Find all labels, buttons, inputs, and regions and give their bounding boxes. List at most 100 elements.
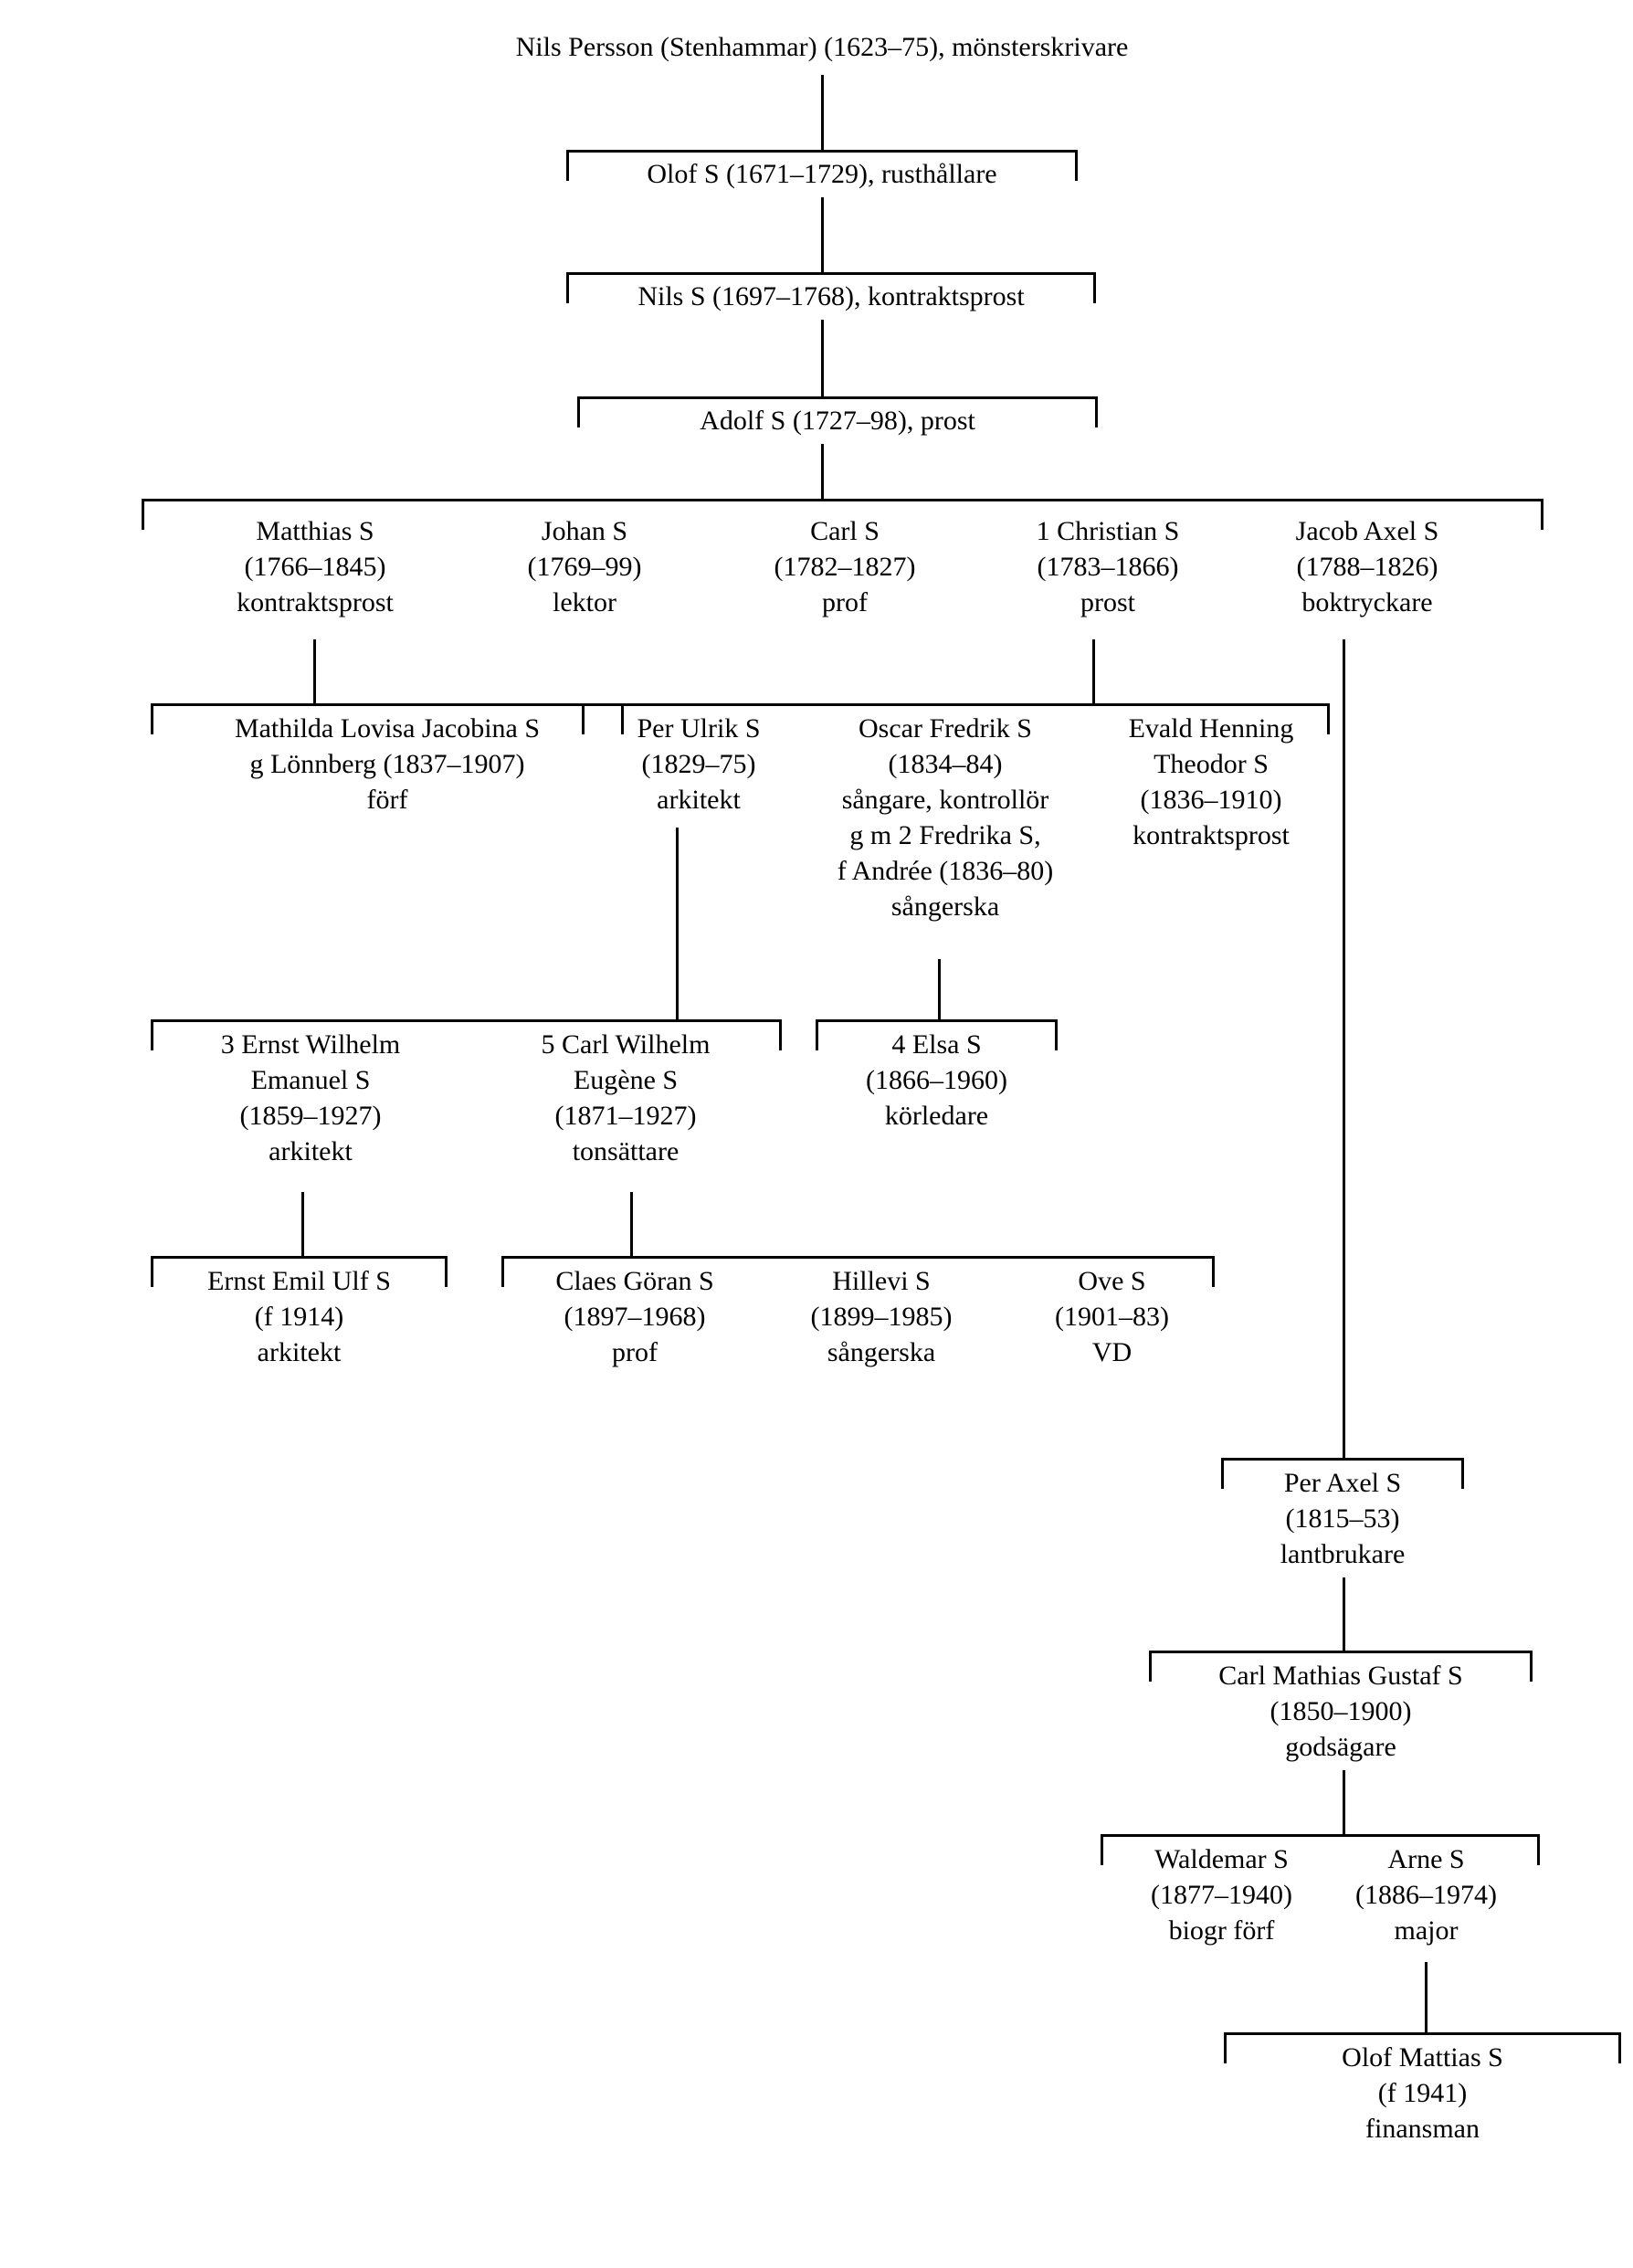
person-dates-line: g Lönnberg (1837–1907) (249, 749, 525, 779)
person-dates-line: (1877–1940) (1151, 1880, 1292, 1910)
person-role-line: VD (1091, 1337, 1133, 1367)
person-role-line: körledare (884, 1101, 989, 1131)
connector-vertical-carl-mathias-gustaf-to-children (1343, 1770, 1345, 1834)
person-spouse-dates-line: f Andrée (1836–80) (837, 856, 1054, 886)
person-role-line: arkitekt (257, 1337, 342, 1367)
person-matthias: Matthias S (1766–1845) kontraktsprost (155, 513, 475, 620)
person-waldemar: Waldemar S (1877–1940) biogr förf (1105, 1841, 1338, 1948)
person-name-line: Olof Mattias S (1342, 2042, 1503, 2073)
person-oscar-fredrik: Oscar Fredrik S (1834–84) sångare, kontr… (799, 711, 1091, 924)
person-per-ulrik: Per Ulrik S (1829–75) arkitekt (589, 711, 808, 818)
person-role-line: boktryckare (1301, 587, 1433, 617)
connector-vertical-carl-wilhelm-to-children (630, 1192, 633, 1256)
connector-vertical-olof-to-nils (821, 197, 824, 272)
person-christian: 1 Christian S (1783–1866) prost (971, 513, 1245, 620)
person-olof-mattias: Olof Mattias S (f 1941) finansman (1224, 2040, 1621, 2147)
person-name-line: Carl S (810, 516, 880, 546)
person-name-line: Johan S (541, 516, 628, 546)
person-role-line: sångare, kontrollör (841, 785, 1049, 815)
person-nils-persson: Nils Persson (Stenhammar) (1623–75), mön… (438, 29, 1206, 65)
person-spouse-line: g m 2 Fredrika S, (849, 820, 1041, 850)
person-dates-line: (1782–1827) (774, 552, 916, 582)
person-jacob-axel: Jacob Axel S (1788–1826) boktryckare (1230, 513, 1504, 620)
person-dates-line: (1815–53) (1285, 1503, 1400, 1534)
person-johan: Johan S (1769–99) lektor (457, 513, 712, 620)
person-ove: Ove S (1901–83) VD (1005, 1263, 1219, 1370)
person-name-line: 4 Elsa S (891, 1029, 982, 1060)
person-dates-line: (1769–99) (527, 552, 642, 582)
person-name-line: 5 Carl Wilhelm (541, 1029, 711, 1060)
person-dates-line: (1766–1845) (244, 552, 386, 582)
person-name-line: 1 Christian S (1036, 516, 1180, 546)
person-name-line: Per Ulrik S (637, 713, 761, 744)
person-dates-line: (f 1941) (1377, 2078, 1468, 2108)
person-ernst-wilhelm: 3 Ernst Wilhelm Emanuel S (1859–1927) ar… (160, 1027, 461, 1169)
person-role-line: arkitekt (657, 785, 741, 815)
person-name-line: Waldemar S (1154, 1844, 1289, 1874)
person-name-line: Jacob Axel S (1295, 516, 1439, 546)
person-name-line: Oscar Fredrik S (859, 713, 1032, 744)
person-role-line: lektor (553, 587, 616, 617)
connector-vertical-arne-to-olof-mattias (1425, 1962, 1428, 2032)
person-name-line: Per Axel S (1283, 1468, 1402, 1498)
person-name-line: Mathilda Lovisa Jacobina S (234, 713, 541, 744)
person-dates-line: (1901–83) (1055, 1302, 1169, 1332)
person-dates-line: (1871–1927) (554, 1101, 697, 1131)
person-name-line: Evald Henning (1128, 713, 1294, 744)
person-name-line: Nils S (1697–1768), kontraktsprost (637, 281, 1025, 311)
person-dates-line: (1788–1826) (1296, 552, 1438, 582)
person-ernst-emil-ulf: Ernst Emil Ulf S (f 1914) arkitekt (151, 1263, 448, 1370)
person-adolf: Adolf S (1727–98), prost (577, 403, 1098, 438)
person-name-line: Nils Persson (Stenhammar) (1623–75), mön… (515, 32, 1129, 62)
person-dates-line: (1850–1900) (1270, 1696, 1412, 1726)
person-name-line: Olof S (1671–1729), rusthållare (647, 159, 997, 189)
person-dates-line: (1829–75) (641, 749, 756, 779)
person-olof: Olof S (1671–1729), rusthållare (566, 156, 1078, 192)
person-per-axel: Per Axel S (1815–53) lantbrukare (1221, 1465, 1464, 1572)
person-role-line: kontraktsprost (237, 587, 394, 617)
person-role-line: arkitekt (269, 1136, 353, 1166)
person-dates-line: (1859–1927) (239, 1101, 382, 1131)
connector-vertical-nils-persson-to-olof (821, 75, 824, 150)
connector-vertical-ernst-wilhelm-to-ernst-emil-ulf (301, 1192, 304, 1256)
person-role-line: sångerska (827, 1337, 936, 1367)
person-name-line: Claes Göran S (555, 1266, 714, 1296)
person-role-line: major (1394, 1915, 1459, 1946)
person-name-line-2: Eugène S (573, 1065, 679, 1095)
person-dates-line: (1886–1974) (1355, 1880, 1497, 1910)
person-role-line: godsägare (1285, 1732, 1396, 1762)
person-dates-line: (1897–1968) (564, 1302, 706, 1332)
connector-vertical-jacob-axel-to-per-axel (1343, 639, 1345, 1458)
person-name-line: Hillevi S (832, 1266, 931, 1296)
person-role-line: förf (366, 785, 408, 815)
person-dates-line: (1783–1866) (1037, 552, 1179, 582)
connector-vertical-oscar-fredrik-to-elsa (938, 959, 941, 1019)
person-claes-goran: Claes Göran S (1897–1968) prof (511, 1263, 758, 1370)
person-dates-line: (1836–1910) (1140, 785, 1282, 815)
person-role-line: prof (822, 587, 868, 617)
person-dates-line: (1866–1960) (866, 1065, 1007, 1095)
person-nils: Nils S (1697–1768), kontraktsprost (566, 279, 1096, 314)
person-role-line: finansman (1365, 2114, 1480, 2144)
person-mathilda: Mathilda Lovisa Jacobina S g Lönnberg (1… (151, 711, 624, 818)
person-elsa: 4 Elsa S (1866–1960) körledare (816, 1027, 1058, 1134)
person-spouse-role-line: sångerska (890, 891, 1000, 922)
person-dates-line: (1899–1985) (810, 1302, 953, 1332)
person-carl: Carl S (1782–1827) prof (712, 513, 977, 620)
connector-vertical-adolf-to-children (821, 444, 824, 499)
person-evald-henning: Evald Henning Theodor S (1836–1910) kont… (1092, 711, 1330, 853)
person-role-line: prost (1080, 587, 1135, 617)
person-name-line: Arne S (1387, 1844, 1465, 1874)
person-name-line: Ove S (1078, 1266, 1146, 1296)
person-dates-line: (f 1914) (254, 1302, 344, 1332)
person-role-line: biogr förf (1168, 1915, 1275, 1946)
person-name-line-2: Theodor S (1154, 749, 1269, 779)
person-name-line-2: Emanuel S (250, 1065, 371, 1095)
connector-vertical-nils-to-adolf (821, 320, 824, 396)
connector-vertical-per-ulrik-to-children (676, 828, 679, 1019)
person-role-line: kontraktsprost (1133, 820, 1290, 850)
person-arne: Arne S (1886–1974) major (1315, 1841, 1537, 1948)
connector-vertical-matthias-to-mathilda (313, 639, 316, 703)
person-carl-mathias-gustaf: Carl Mathias Gustaf S (1850–1900) godsäg… (1149, 1658, 1533, 1765)
